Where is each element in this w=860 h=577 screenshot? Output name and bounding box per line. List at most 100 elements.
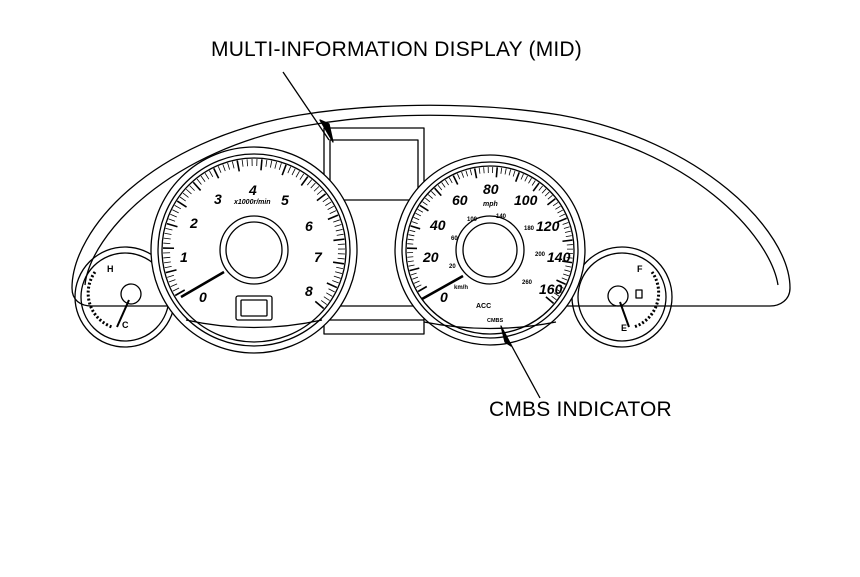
gauge-tick <box>335 271 343 274</box>
tachometer-numbers: 0 1 2 3 4 5 6 7 8 x1000r/min <box>180 182 323 305</box>
gauge-tick <box>422 201 428 206</box>
gauge-tick <box>168 218 176 222</box>
mph-number-80: 80 <box>483 181 499 197</box>
gauge-tick <box>192 181 202 191</box>
gauge-tick <box>176 200 187 208</box>
gauge-tick <box>204 173 210 180</box>
gauge-tick <box>323 296 330 301</box>
gauge-tick <box>547 194 553 200</box>
gauge-tick <box>500 167 503 174</box>
gauge-tick <box>431 191 436 196</box>
cluster-inner-rim <box>84 114 779 286</box>
gauge-tick <box>412 276 419 280</box>
gauge-tick <box>333 219 340 223</box>
tach-number-8: 8 <box>305 283 313 299</box>
kmh-number-100: 100 <box>467 217 478 223</box>
gauge-tick <box>278 163 282 171</box>
kmh-unit-label: km/h <box>454 285 468 291</box>
gauge-tick <box>172 209 179 214</box>
gauge-tick <box>566 257 573 259</box>
kmh-number-20: 20 <box>449 264 456 270</box>
gauge-tick <box>320 300 328 305</box>
temp-cold-label: C <box>122 320 129 330</box>
tach-number-5: 5 <box>281 192 289 208</box>
gauge-tick <box>316 189 323 195</box>
gauge-tick <box>465 170 469 177</box>
gauge-tick <box>326 292 333 297</box>
gauge-tick <box>265 159 268 167</box>
gauge-tick <box>555 205 561 210</box>
fuel-gauge: F E <box>571 246 673 348</box>
gauge-tick <box>408 234 415 237</box>
gauge-tick <box>174 289 186 297</box>
gauge-tick <box>504 168 507 175</box>
tach-number-1: 1 <box>180 249 188 265</box>
cmbs-indicator: CMBS <box>487 318 504 324</box>
gauge-tick <box>445 179 449 186</box>
gauge-tick <box>328 288 335 293</box>
gauge-tick <box>314 300 325 310</box>
gauge-tick <box>274 161 277 169</box>
mph-number-140: 140 <box>547 249 571 265</box>
mph-number-100: 100 <box>514 192 538 208</box>
gauge-tick <box>528 177 532 184</box>
gauge-tick <box>565 265 572 268</box>
gauge-tick <box>185 188 192 195</box>
fuel-pump-icon <box>635 289 643 299</box>
speedometer <box>394 154 586 346</box>
mid-callout-label: MULTI-INFORMATION DISPLAY (MID) <box>211 38 582 61</box>
fuel-empty-label: E <box>621 323 627 333</box>
gauge-tick <box>562 260 573 264</box>
gauge-tick <box>410 272 417 276</box>
cmbs-arrowhead <box>500 325 512 347</box>
gauge-tick <box>332 261 345 265</box>
gauge-tick <box>452 175 459 185</box>
gauge-tick <box>236 160 241 172</box>
gauge-tick <box>336 266 344 270</box>
speedometer-numbers: 0 20 40 60 80 100 120 140 160 mph 20 60 … <box>422 181 571 324</box>
gauge-tick <box>457 173 461 180</box>
mph-number-0: 0 <box>440 289 448 305</box>
mph-number-40: 40 <box>429 217 446 233</box>
gauge-tick <box>564 269 571 272</box>
gauge-tick <box>563 226 570 229</box>
gauge-tick <box>448 177 453 184</box>
gauge-tick <box>322 197 329 203</box>
gauge-tick <box>524 175 528 182</box>
gauge-tick <box>165 269 177 274</box>
gauge-tick <box>287 166 292 174</box>
mid-arrowhead <box>319 119 334 143</box>
gauge-tick <box>553 292 560 297</box>
gauge-tick <box>182 192 189 198</box>
gauge-tick <box>538 185 543 191</box>
speedometer-tick-ring <box>407 167 573 304</box>
gauge-tick <box>231 161 235 169</box>
gauge-tick <box>478 167 481 174</box>
gauge-tick <box>189 185 195 191</box>
gauge-tick <box>508 169 511 176</box>
tach-number-7: 7 <box>314 249 323 265</box>
cluster-housing <box>71 104 791 307</box>
gauge-tick <box>334 224 342 227</box>
mph-number-160: 160 <box>539 281 563 297</box>
gauge-tick <box>281 164 287 176</box>
gauge-tick <box>417 208 424 213</box>
gauge-tick <box>213 168 220 179</box>
gauge-tick <box>427 194 433 199</box>
gauge-tick <box>163 261 171 264</box>
mph-number-60: 60 <box>452 192 468 208</box>
gauge-tick <box>167 274 175 278</box>
gauge-tick <box>409 229 416 233</box>
gauge-tick <box>174 205 181 210</box>
gauge-tick <box>326 282 338 289</box>
gauge-tick <box>196 178 202 185</box>
gauge-tick <box>329 210 337 215</box>
gauge-tick <box>411 221 418 225</box>
gauge-tick <box>546 198 556 206</box>
gauge-tick <box>336 233 344 236</box>
gauge-tick <box>163 237 171 240</box>
gauge-tick <box>531 180 536 186</box>
gauge-tick <box>425 197 431 203</box>
temp-hot-label: H <box>107 264 114 274</box>
